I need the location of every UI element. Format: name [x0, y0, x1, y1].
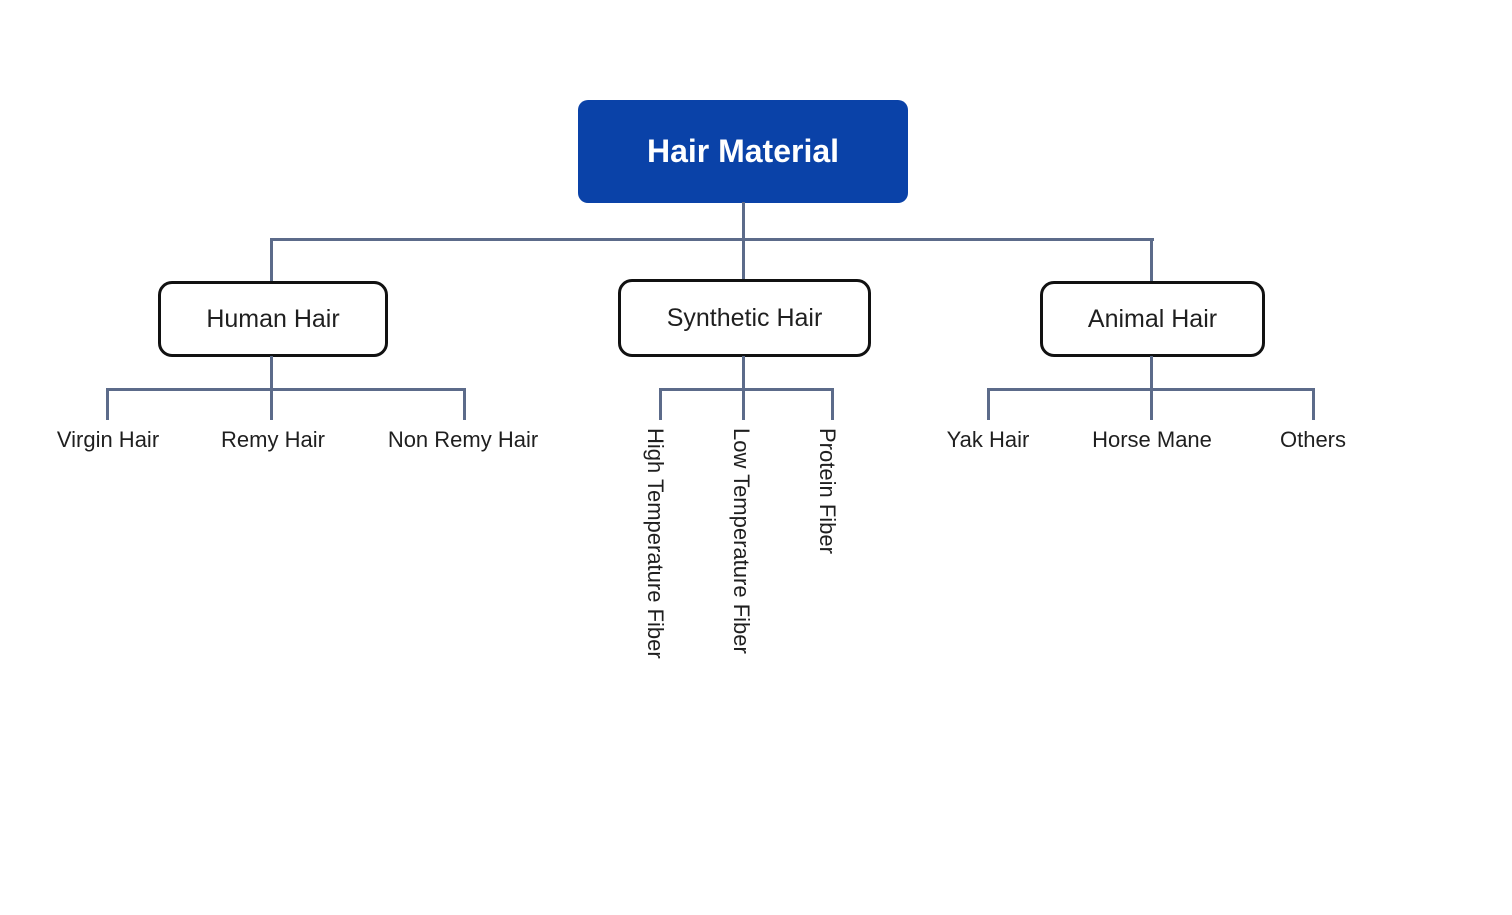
root-node-label: Hair Material	[646, 133, 840, 169]
connector-animal-drop-others	[1312, 388, 1315, 420]
leaf-label-yak-hair: Yak Hair	[946, 427, 1030, 452]
connector-synthetic-stem	[742, 356, 745, 390]
leaf-label-low-temperature-fiber: Low Temperature Fiber	[728, 428, 754, 654]
connector-animal-drop-yak	[987, 388, 990, 420]
branch-node-label: Animal Hair	[1087, 304, 1218, 333]
connector-human-horizontal	[106, 388, 466, 391]
connector-synthetic-drop-low	[742, 388, 745, 420]
leaf-label-horse-mane: Horse Mane	[1092, 427, 1212, 452]
branch-node-label: Human Hair	[206, 304, 340, 333]
connector-human-drop-virgin	[106, 388, 109, 420]
connector-drop-human	[270, 238, 273, 282]
connector-human-drop-remy	[270, 388, 273, 420]
connector-animal-stem	[1150, 356, 1153, 390]
root-node-hair-material: Hair Material	[578, 100, 908, 203]
connector-main-horizontal	[271, 238, 1154, 241]
branch-node-label: Synthetic Hair	[666, 303, 823, 332]
connector-root-stem	[742, 202, 745, 240]
branch-node-human-hair: Human Hair	[158, 281, 388, 357]
branch-node-synthetic-hair: Synthetic Hair	[618, 279, 871, 357]
leaf-label-remy-hair: Remy Hair	[221, 427, 325, 452]
leaf-label-non-remy-hair: Non Remy Hair	[387, 427, 539, 452]
connector-synthetic-drop-high	[659, 388, 662, 420]
connector-animal-drop-horse	[1150, 388, 1153, 420]
branch-node-animal-hair: Animal Hair	[1040, 281, 1265, 357]
leaf-label-protein-fiber: Protein Fiber	[814, 428, 840, 554]
connector-human-stem	[270, 356, 273, 390]
leaf-label-others: Others	[1279, 427, 1347, 452]
connector-synthetic-horizontal	[659, 388, 834, 391]
leaf-label-high-temperature-fiber: High Temperature Fiber	[642, 428, 668, 659]
connector-drop-synthetic	[742, 238, 745, 280]
connector-synthetic-drop-protein	[831, 388, 834, 420]
leaf-label-virgin-hair: Virgin Hair	[56, 427, 160, 452]
connector-human-drop-nonremy	[463, 388, 466, 420]
connector-drop-animal	[1150, 238, 1153, 282]
